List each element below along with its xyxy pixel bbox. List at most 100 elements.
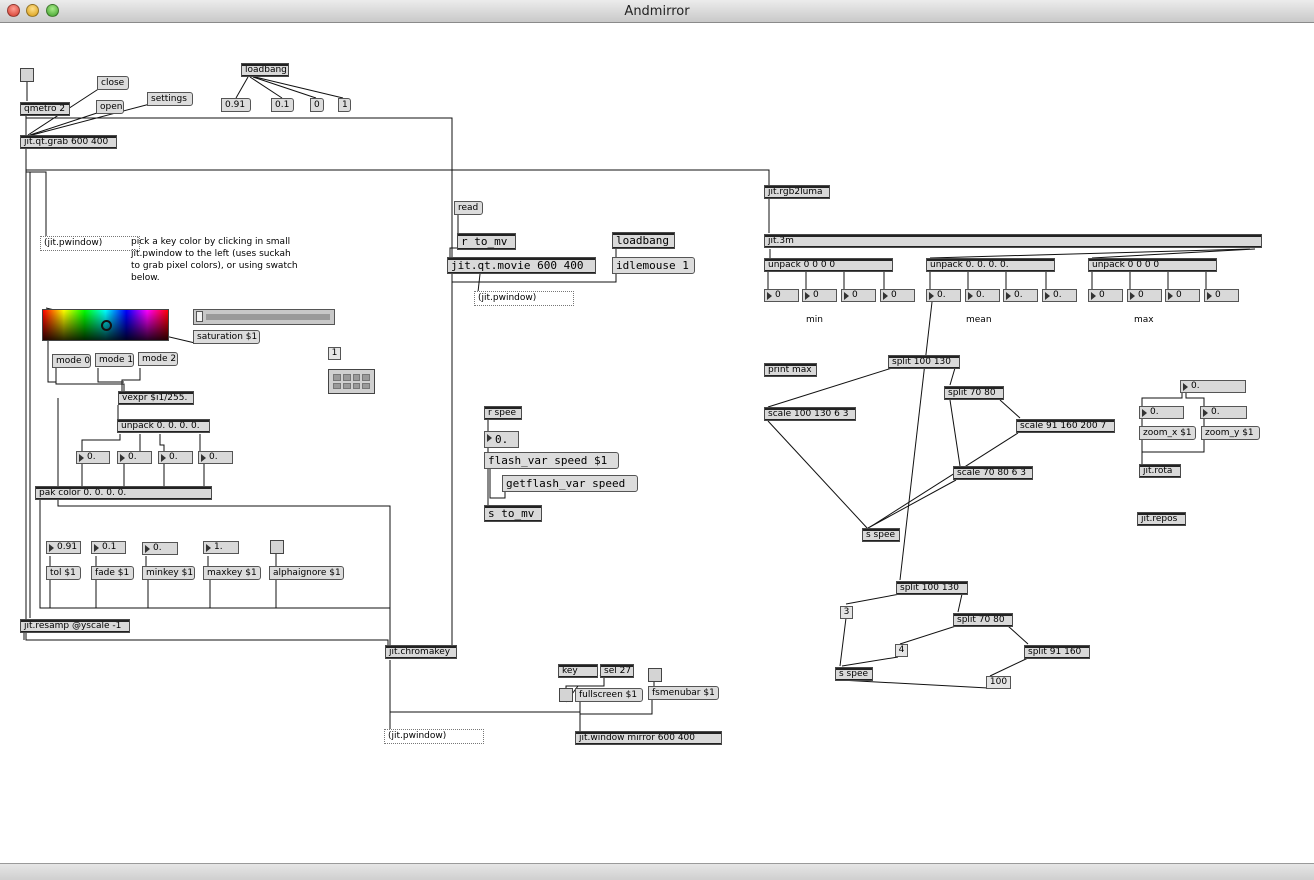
sel-27-object[interactable]: sel 27 <box>600 664 634 678</box>
flash-var-speed-message[interactable]: flash_var speed $1 <box>484 452 619 469</box>
jit-rgb2luma-object[interactable]: jit.rgb2luma <box>764 185 830 199</box>
send-spee-object-2[interactable]: s spee <box>835 667 873 681</box>
minimize-window-button[interactable] <box>26 4 39 17</box>
flonum-r[interactable]: 0. <box>76 451 110 464</box>
send-spee-object-1[interactable]: s spee <box>862 528 900 542</box>
scale-70-80-object[interactable]: scale 70 80 6 3 <box>953 466 1033 480</box>
zoom-x-message[interactable]: zoom_x $1 <box>1139 426 1196 440</box>
getflash-var-speed-message[interactable]: getflash_var speed <box>502 475 638 492</box>
msg-0[interactable]: 0 <box>310 98 324 112</box>
mean-number-4[interactable]: 0. <box>1042 289 1077 302</box>
send-to-mv-object[interactable]: s to_mv <box>484 505 542 522</box>
zoom-y-message[interactable]: zoom_y $1 <box>1201 426 1260 440</box>
fsmenubar-toggle[interactable] <box>648 668 662 682</box>
receive-spee-object[interactable]: r spee <box>484 406 522 420</box>
max-number-3[interactable]: 0 <box>1165 289 1200 302</box>
metro-toggle[interactable] <box>20 68 34 82</box>
max-number-4[interactable]: 0 <box>1204 289 1239 302</box>
min-number-3[interactable]: 0 <box>841 289 876 302</box>
jit-chromakey-object[interactable]: jit.chromakey <box>385 645 457 659</box>
jit-qt-movie-object[interactable]: jit.qt.movie 600 400 <box>447 257 596 274</box>
mode-0-message[interactable]: mode 0 <box>52 354 91 368</box>
flonum-zoom-y[interactable]: 0. <box>1200 406 1247 419</box>
min-number-4[interactable]: 0 <box>880 289 915 302</box>
jit-repos-object[interactable]: jit.repos <box>1137 512 1186 526</box>
mean-number-2[interactable]: 0. <box>965 289 1000 302</box>
jit-rota-object[interactable]: jit.rota <box>1139 464 1181 478</box>
close-window-button[interactable] <box>7 4 20 17</box>
unpack-max-object[interactable]: unpack 0 0 0 0 <box>1088 258 1217 272</box>
saturation-message[interactable]: saturation $1 <box>193 330 260 344</box>
jit-qt-grab-object[interactable]: jit.qt.grab 600 400 <box>20 135 117 149</box>
flonum-speed[interactable]: 0. <box>484 431 519 448</box>
int-4-box[interactable]: 4 <box>895 644 908 657</box>
flonum-tol[interactable]: 0.91 <box>46 541 81 554</box>
fullscreen-message[interactable]: fullscreen $1 <box>575 688 643 702</box>
min-number-1[interactable]: 0 <box>764 289 799 302</box>
tol-message[interactable]: tol $1 <box>46 566 81 580</box>
flonum-minkey[interactable]: 0. <box>142 542 178 555</box>
fullscreen-toggle[interactable] <box>559 688 573 702</box>
vexpr-object[interactable]: vexpr $i1/255. <box>118 391 194 405</box>
mean-number-1[interactable]: 0. <box>926 289 961 302</box>
split-100-130-object-2[interactable]: split 100 130 <box>896 581 968 595</box>
receive-to-mv-object[interactable]: r to_mv <box>457 233 516 250</box>
flonum-maxkey[interactable]: 1. <box>203 541 239 554</box>
flonum-fade[interactable]: 0.1 <box>91 541 126 554</box>
loadbang-object[interactable]: loadbang <box>241 63 289 77</box>
flonum-a[interactable]: 0. <box>198 451 233 464</box>
print-max-object[interactable]: print max <box>764 363 817 377</box>
pak-color-object[interactable]: pak color 0. 0. 0. 0. <box>35 486 212 500</box>
mode-2-message[interactable]: mode 2 <box>138 352 178 366</box>
unpack-color-object[interactable]: unpack 0. 0. 0. 0. <box>117 419 210 433</box>
min-number-2[interactable]: 0 <box>802 289 837 302</box>
slider-knob[interactable] <box>196 311 203 322</box>
maxkey-message[interactable]: maxkey $1 <box>203 566 261 580</box>
open-message[interactable]: open <box>96 100 124 114</box>
scale-100-130-object[interactable]: scale 100 130 6 3 <box>764 407 856 421</box>
alphaignore-toggle[interactable] <box>270 540 284 554</box>
color-swatch[interactable] <box>42 309 169 341</box>
split-100-130-object[interactable]: split 100 130 <box>888 355 960 369</box>
settings-message[interactable]: settings <box>147 92 193 106</box>
jit-resamp-object[interactable]: jit.resamp @yscale -1 <box>20 619 130 633</box>
split-70-80-object-2[interactable]: split 70 80 <box>953 613 1013 627</box>
scale-91-160-object[interactable]: scale 91 160 200 7 <box>1016 419 1115 433</box>
matrix-control[interactable] <box>328 369 375 394</box>
jit-window-mirror-object[interactable]: jit.window mirror 600 400 <box>575 731 722 745</box>
jit-pwindow-small[interactable]: (jit.pwindow) <box>40 236 140 251</box>
zoom-window-button[interactable] <box>46 4 59 17</box>
loadbang-movie-object[interactable]: loadbang <box>612 232 675 249</box>
jit-pwindow-output[interactable]: (jit.pwindow) <box>384 729 484 744</box>
flonum-b[interactable]: 0. <box>158 451 193 464</box>
msg-0-91[interactable]: 0.91 <box>221 98 251 112</box>
read-message[interactable]: read <box>454 201 483 215</box>
flonum-g[interactable]: 0. <box>117 451 152 464</box>
split-91-160-object[interactable]: split 91 160 <box>1024 645 1090 659</box>
saturation-slider[interactable] <box>193 309 335 325</box>
key-object[interactable]: key <box>558 664 598 678</box>
flonum-zoom-x[interactable]: 0. <box>1139 406 1184 419</box>
jit-3m-object[interactable]: jit.3m <box>764 234 1262 248</box>
split-70-80-object[interactable]: split 70 80 <box>944 386 1004 400</box>
minkey-message[interactable]: minkey $1 <box>142 566 195 580</box>
unpack-min-object[interactable]: unpack 0 0 0 0 <box>764 258 893 272</box>
alphaignore-message[interactable]: alphaignore $1 <box>269 566 344 580</box>
fade-message[interactable]: fade $1 <box>91 566 134 580</box>
swatch-cursor[interactable] <box>101 320 112 331</box>
max-number-1[interactable]: 0 <box>1088 289 1123 302</box>
max-number-2[interactable]: 0 <box>1127 289 1162 302</box>
flonum-zoom[interactable]: 0. <box>1180 380 1246 393</box>
unpack-mean-object[interactable]: unpack 0. 0. 0. 0. <box>926 258 1055 272</box>
int-100-box[interactable]: 100 <box>986 676 1011 689</box>
fsmenubar-message[interactable]: fsmenubar $1 <box>648 686 719 700</box>
mean-number-3[interactable]: 0. <box>1003 289 1038 302</box>
msg-0-1[interactable]: 0.1 <box>271 98 294 112</box>
msg-1[interactable]: 1 <box>338 98 351 112</box>
matrixctrl-number[interactable]: 1 <box>328 347 341 360</box>
qmetro-object[interactable]: qmetro 2 <box>20 102 70 116</box>
jit-pwindow-movie[interactable]: (jit.pwindow) <box>474 291 574 306</box>
idlemouse-message[interactable]: idlemouse 1 <box>612 257 695 274</box>
close-message[interactable]: close <box>97 76 129 90</box>
mode-1-message[interactable]: mode 1 <box>95 353 134 367</box>
